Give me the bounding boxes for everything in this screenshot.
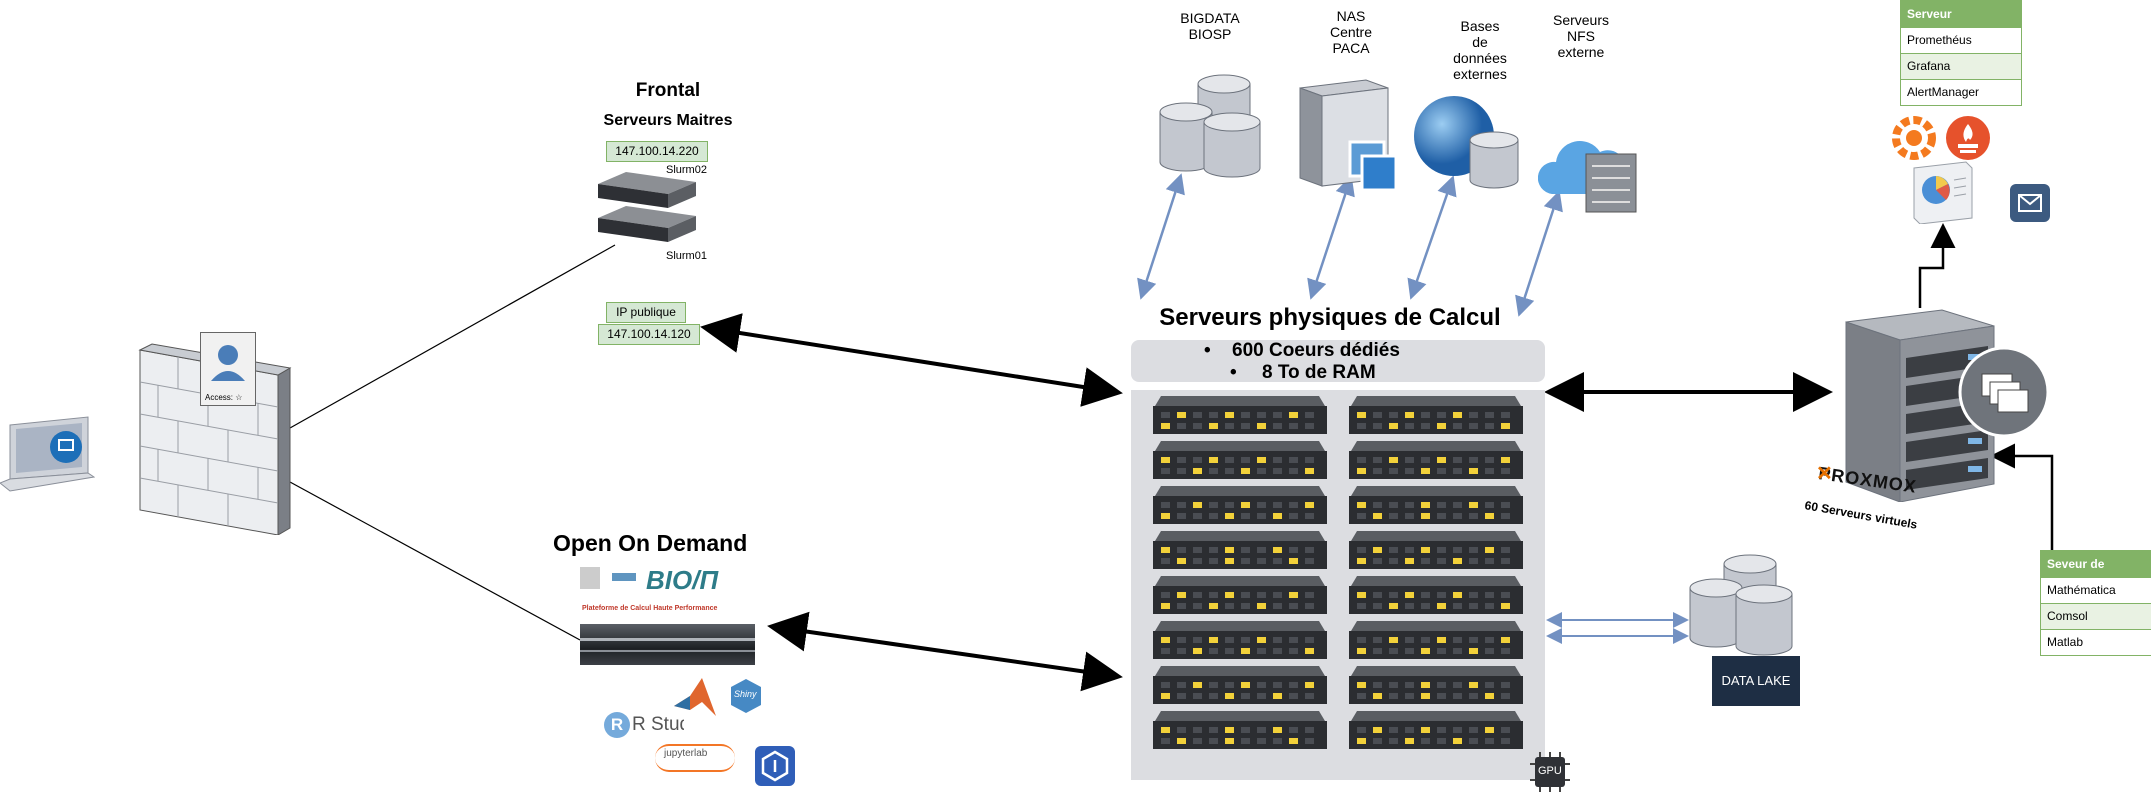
- ood-title: Open On Demand: [553, 530, 748, 556]
- licence-item: Mathématica: [2041, 577, 2151, 603]
- server-label-slurm02: Slurm02: [666, 164, 707, 176]
- compute-specs-box: [1131, 340, 1545, 382]
- datacenter-photo: [580, 624, 755, 665]
- datalake-label: DATA LAKE: [1712, 656, 1800, 706]
- gpu-chip-icon: GPU: [1530, 752, 1570, 792]
- compute-spec-cores: 600 Coeurs dédiés: [1232, 340, 1400, 361]
- database-cluster-icon: [1158, 72, 1270, 178]
- arrow-proxmox-monitoring: [1918, 223, 1956, 308]
- firewall-icon: Access: ☆: [138, 330, 298, 535]
- arrow-bigdata: [1137, 173, 1185, 300]
- vm-slot: [1906, 458, 1988, 490]
- access-label: Access: ☆: [205, 393, 243, 402]
- compute-title: Serveurs physiques de Calcul: [1159, 304, 1501, 331]
- cloud-storage-icon: [1538, 124, 1640, 214]
- compute-spec-ram: 8 To de RAM: [1262, 362, 1376, 383]
- bullet-dot-2: •: [1230, 362, 1237, 383]
- frontal-title: Frontal: [635, 80, 701, 101]
- arrow-nfs: [1515, 190, 1563, 317]
- arrow-ood-compute: [767, 611, 1123, 692]
- inrae-text-icon: [612, 573, 636, 581]
- laptop-icon: [0, 415, 95, 495]
- link-firewall-ood: [289, 481, 581, 641]
- shiny-label: Shiny: [734, 689, 757, 699]
- server-unit: [1349, 666, 1523, 704]
- server-unit: [1349, 711, 1523, 749]
- nas-server-icon: [1296, 74, 1402, 194]
- licence-header: Seveur de licence: [2041, 551, 2151, 597]
- bases-label: Bases de données externes: [1453, 18, 1507, 82]
- rstudio-icon: R: [604, 712, 630, 738]
- rstudio-label: R Studio: [632, 714, 684, 735]
- server-unit: [1153, 621, 1327, 659]
- arrow-nas: [1307, 175, 1355, 300]
- access-badge: Access: ☆: [200, 332, 256, 406]
- server-unit: [1153, 486, 1327, 524]
- gpu-label: GPU: [1538, 765, 1562, 777]
- arrow-licence-proxmox: [1990, 443, 2054, 552]
- matlab-icon: [672, 676, 718, 720]
- openondemand-icon: [755, 746, 795, 786]
- ip-private-box: 147.100.14.220: [606, 141, 708, 162]
- proxmox-server-icon: [1844, 306, 2050, 502]
- bullet-dot-1: •: [1204, 340, 1211, 361]
- server-unit: [1349, 531, 1523, 569]
- bigdata-label: BIGDATA BIOSP: [1180, 10, 1240, 42]
- server-unit: [1153, 441, 1327, 479]
- alert-mail-icon: [2010, 184, 2050, 222]
- server-unit: [1153, 666, 1327, 704]
- licence-table: Seveur de licence Mathématica Comsol Mat…: [2040, 550, 2151, 656]
- server-unit: [1349, 486, 1523, 524]
- server-unit: [1349, 396, 1523, 434]
- licence-item: Matlab: [2041, 629, 2151, 655]
- server-unit: [1153, 711, 1327, 749]
- server-unit: [1153, 576, 1327, 614]
- proxmox-x-mark-icon: ✕: [1816, 463, 1833, 485]
- server-unit: [1153, 396, 1327, 434]
- server-unit: [1349, 621, 1523, 659]
- monitoring-item: AlertManager: [1901, 79, 2021, 105]
- nas-label: NAS Centre PACA: [1329, 8, 1373, 56]
- monitoring-header: Serveur Monitoring: [1901, 1, 2021, 47]
- ip-public-label-box: IP publique: [606, 302, 686, 323]
- monitoring-table: Serveur Monitoring Promethéus Grafana Al…: [1900, 0, 2022, 106]
- arrow-bases: [1407, 175, 1457, 300]
- bioip-caption: Plateforme de Calcul Haute Performance: [582, 605, 718, 612]
- bioip-logo: BIO/Π: [646, 565, 719, 595]
- nfs-label: Serveurs NFS externe: [1552, 12, 1610, 60]
- vm-slot: [1906, 346, 1988, 378]
- inrae-logo-icon: [580, 567, 600, 589]
- server-label-slurm01: Slurm01: [666, 250, 707, 262]
- monitoring-item: Promethéus: [1901, 27, 2021, 53]
- dashboard-icon: [1910, 160, 1976, 224]
- server-rack-panel: [1131, 390, 1545, 780]
- licence-item: Comsol: [2041, 603, 2151, 629]
- server-unit: [1349, 576, 1523, 614]
- monitoring-item: Grafana: [1901, 53, 2021, 79]
- grafana-icon: [1890, 114, 1938, 162]
- arrow-frontal-compute: [700, 313, 1123, 407]
- globe-database-icon: [1412, 94, 1522, 194]
- server-unit: [1349, 441, 1523, 479]
- ood-logos: BIO/Π Plateforme de Calcul Haute Perform…: [578, 565, 798, 625]
- jupyter-icon: [655, 744, 735, 772]
- frontal-subtitle: Serveurs Maitres: [603, 112, 733, 129]
- prometheus-icon: [1946, 116, 1990, 160]
- link-firewall-frontal: [289, 244, 616, 429]
- vm-slot: [1906, 430, 1988, 462]
- shiny-icon: Shiny: [728, 678, 764, 714]
- datalake-database-icon: [1688, 552, 1800, 656]
- server-rack-icon: [596, 170, 698, 248]
- server-unit: [1153, 531, 1327, 569]
- ip-public-box: 147.100.14.120: [598, 324, 700, 345]
